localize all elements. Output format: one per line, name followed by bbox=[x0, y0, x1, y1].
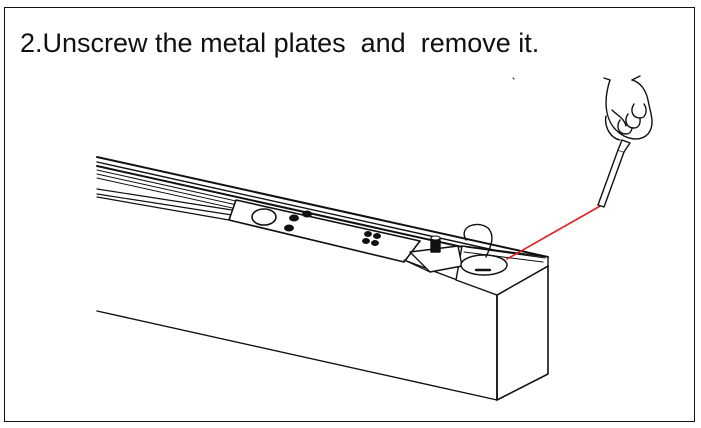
screw-icon bbox=[284, 224, 294, 232]
step-instruction: 2.Unscrew the metal plates and remove it… bbox=[20, 28, 540, 58]
end-cap-plate bbox=[460, 223, 508, 276]
screw-icon bbox=[364, 231, 372, 237]
stray-mark bbox=[512, 77, 515, 80]
screw-icon bbox=[362, 238, 370, 244]
pointer-line bbox=[506, 204, 603, 260]
connector-block bbox=[403, 235, 463, 273]
screw-icon bbox=[302, 210, 312, 218]
hand-screwdriver-icon bbox=[597, 75, 653, 208]
plate-hole-icon bbox=[251, 208, 277, 226]
wire-loop-icon bbox=[463, 223, 493, 258]
screw-icon bbox=[371, 240, 379, 246]
light-fixture bbox=[96, 156, 549, 401]
metal-plate bbox=[228, 199, 421, 263]
screw-icon bbox=[373, 233, 381, 239]
instruction-panel bbox=[4, 7, 695, 422]
screw-icon bbox=[289, 214, 299, 222]
